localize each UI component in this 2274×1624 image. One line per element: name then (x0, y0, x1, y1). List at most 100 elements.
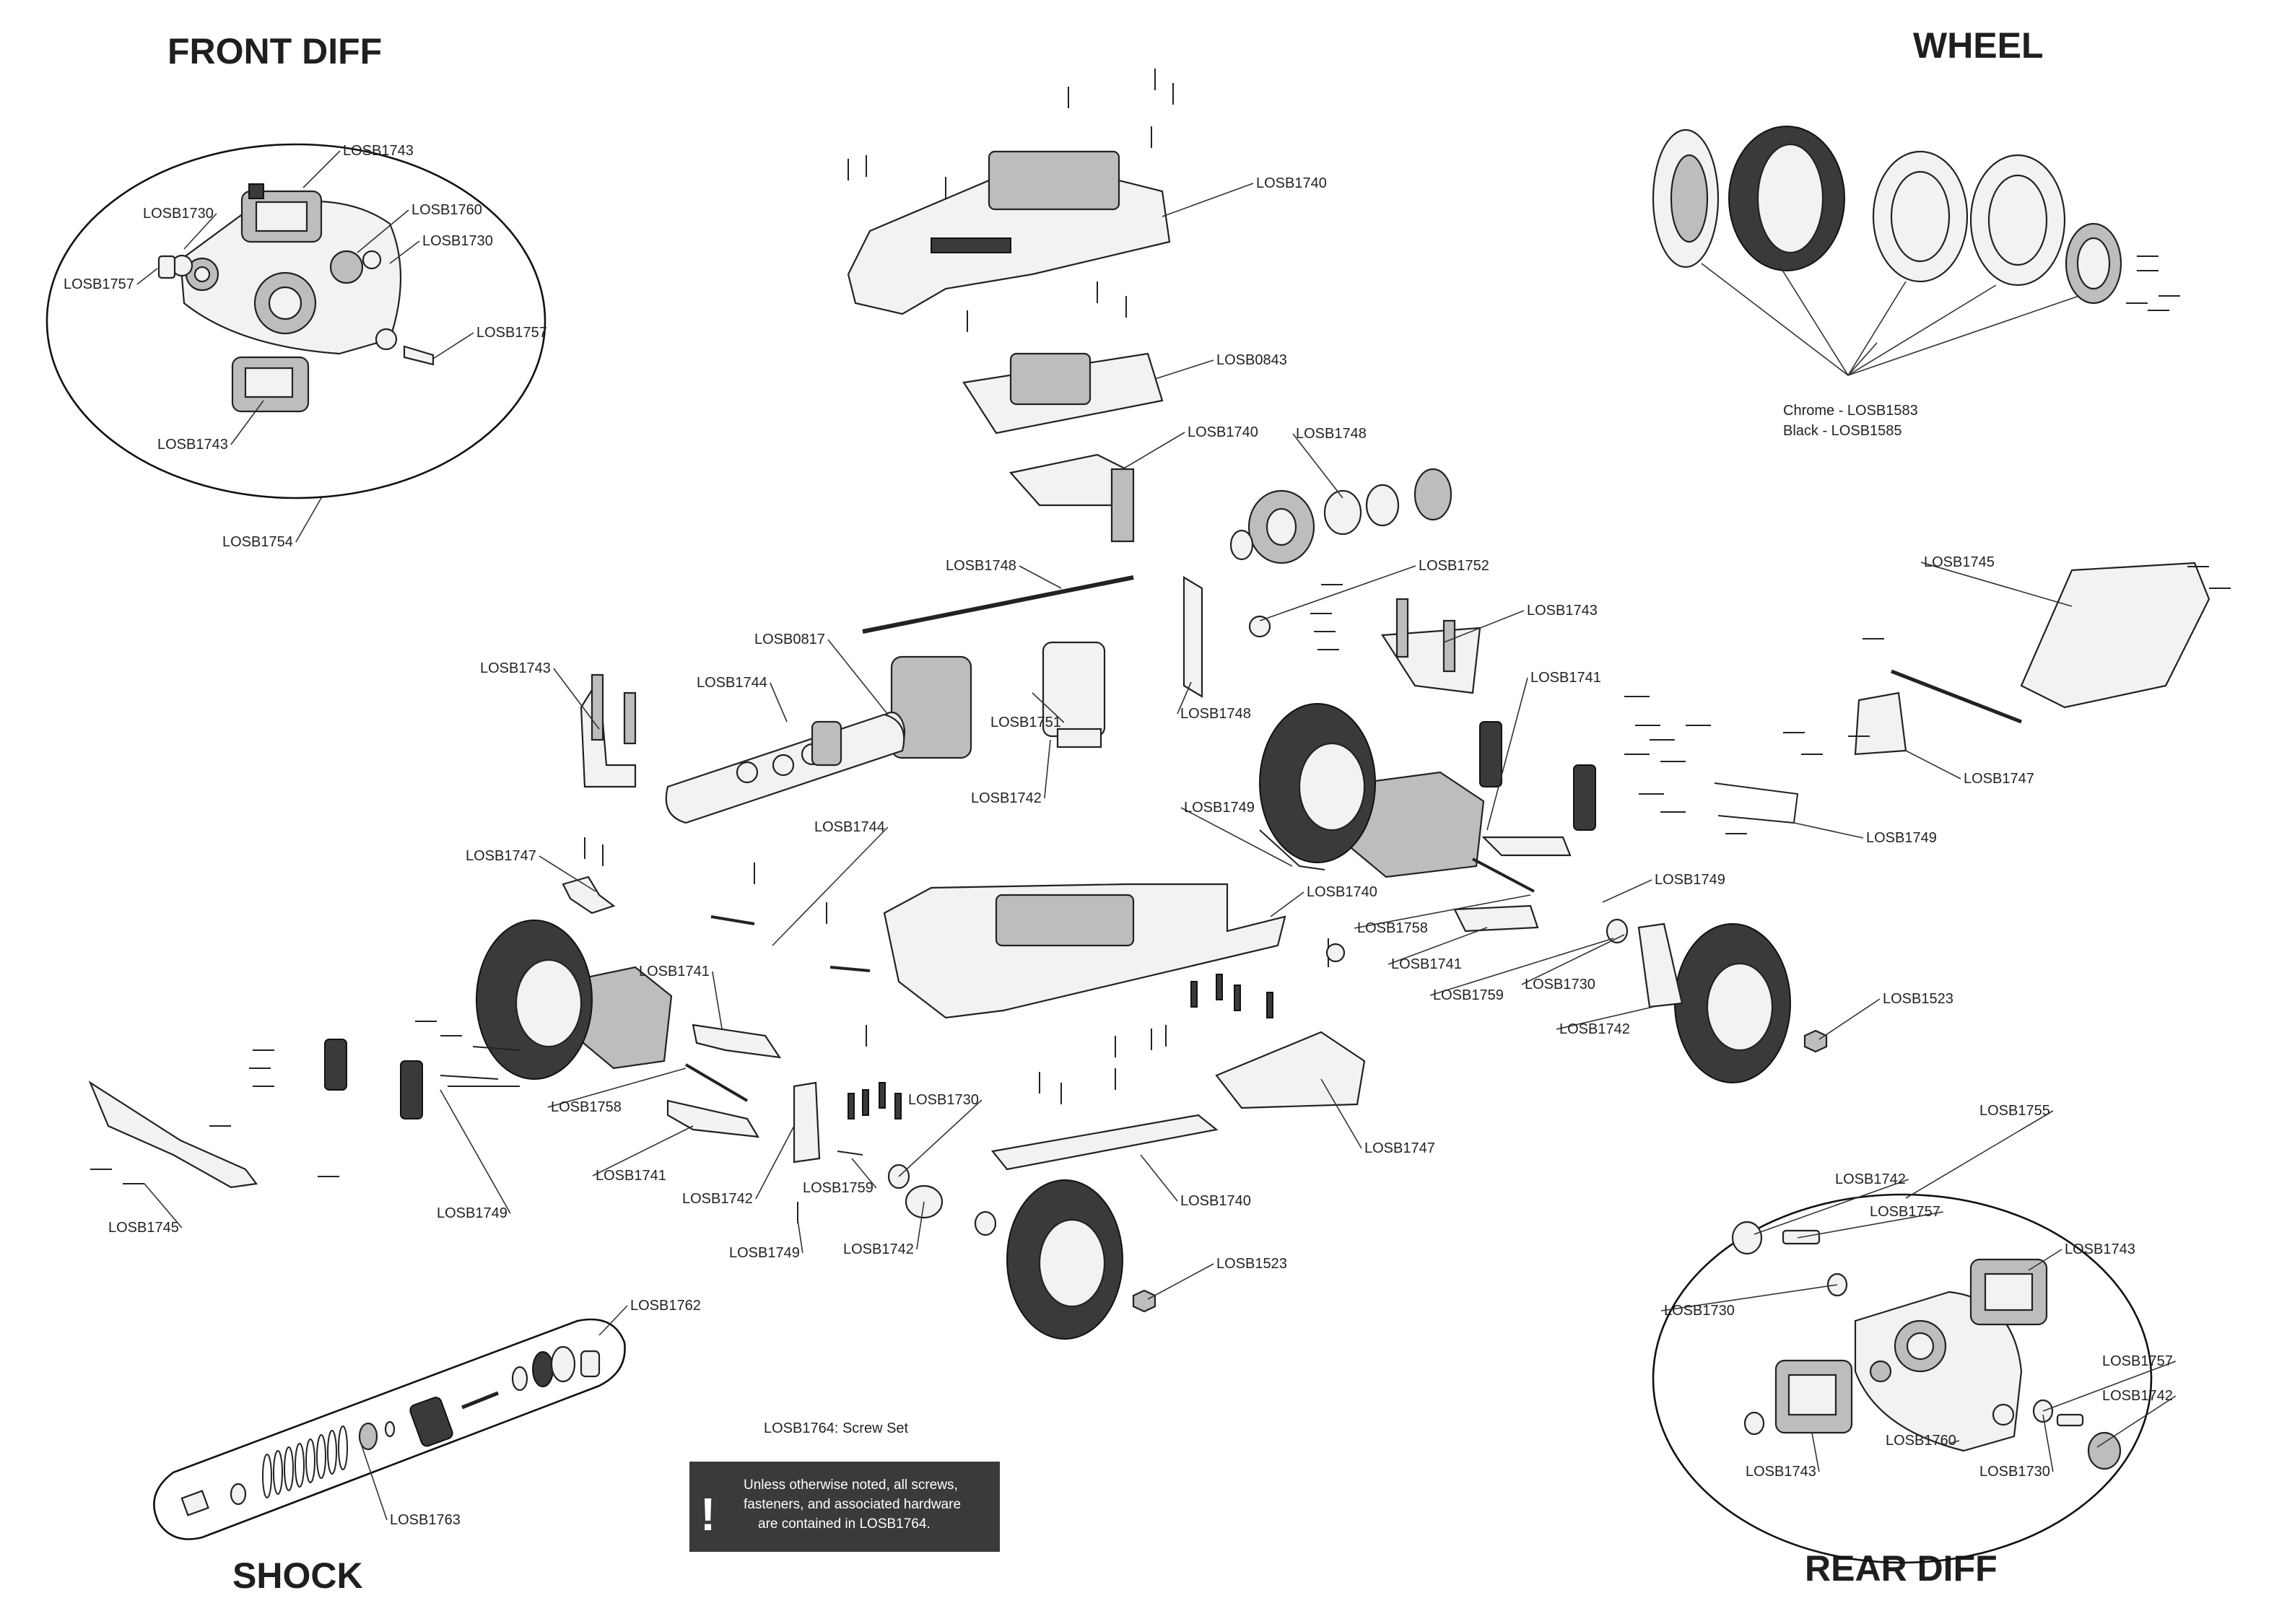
callout-rd8: LOSB1743 (1746, 1464, 1816, 1480)
callout-c11: LOSB1751 (990, 715, 1061, 730)
leader-line (230, 400, 264, 445)
motor-plate-icon (1182, 576, 1203, 698)
leader-line (389, 240, 420, 264)
callout-s2: LOSB1763 (390, 1512, 461, 1528)
steering-knuckle-icon (793, 1081, 821, 1164)
callout-rd3: LOSB1757 (1870, 1204, 1940, 1220)
callout-rd10: LOSB1730 (1979, 1464, 2050, 1480)
front-arm-icon (692, 1023, 782, 1059)
callout-c19: LOSB1744 (814, 819, 885, 835)
callout-c20: LOSB1747 (466, 848, 536, 864)
callout-fd4: LOSB1730 (422, 233, 493, 249)
callout-c25: LOSB1759 (1433, 987, 1504, 1003)
leader-line (1429, 938, 1614, 996)
hardware-note-line-1: Unless otherwise noted, all screws, (744, 1477, 958, 1493)
leader-line (1948, 1440, 1960, 1444)
callout-c36: LOSB1730 (908, 1092, 979, 1108)
leader-line (440, 1089, 511, 1214)
callout-c31: LOSB1741 (596, 1168, 666, 1184)
callout-fd6: LOSB1757 (476, 325, 547, 341)
leader-line (2042, 1414, 2054, 1472)
callout-c27: LOSB1742 (1559, 1021, 1630, 1037)
leader-line (357, 209, 409, 253)
callout-c32: LOSB1745 (108, 1220, 179, 1236)
callout-c16: LOSB1747 (1964, 771, 2034, 787)
leader-line (1180, 807, 1293, 867)
callout-c15: LOSB1745 (1924, 554, 1995, 570)
warning-icon: ! (700, 1488, 715, 1540)
idler-gear-icon (811, 720, 842, 767)
leader-line (1797, 1211, 1943, 1239)
callout-c29: LOSB1741 (639, 964, 710, 979)
callout-fd3: LOSB1760 (411, 202, 482, 218)
leader-line (1818, 998, 1881, 1040)
leader-line (916, 1201, 925, 1250)
leader-line (302, 150, 341, 188)
callout-c38: LOSB1742 (843, 1241, 914, 1257)
callout-c17: LOSB1749 (1866, 830, 1937, 846)
callout-rd6: LOSB1757 (2102, 1353, 2173, 1369)
callout-c18: LOSB1749 (1184, 800, 1255, 816)
callout-c14: LOSB1741 (1530, 670, 1601, 686)
wire-clip-icon (1714, 782, 1799, 824)
front-diff-title: FRONT DIFF (167, 31, 382, 71)
rear-diff-title: REAR DIFF (1805, 1548, 1998, 1589)
callout-fd1: LOSB1743 (343, 143, 414, 159)
leader-line (712, 971, 723, 1029)
outdrive-icon (157, 255, 176, 279)
callout-c6: LOSB1752 (1419, 558, 1489, 574)
wheel-nut-icon (1132, 1289, 1156, 1313)
callout-c28: LOSB1523 (1883, 991, 1953, 1007)
leader-line (1443, 610, 1525, 643)
shock-detail (153, 1318, 626, 1540)
leader-line (1811, 1432, 1820, 1472)
spacer-icon (1323, 489, 1362, 536)
leader-line (1044, 739, 1051, 799)
black-screws-icon (848, 974, 1273, 1119)
callout-c4: LOSB1748 (1296, 426, 1367, 442)
leader-line (851, 1158, 877, 1189)
shock-title: SHOCK (232, 1555, 363, 1596)
callout-c9: LOSB1743 (480, 660, 551, 676)
leader-line (598, 1305, 628, 1336)
front-bumper-icon (88, 1081, 258, 1189)
leader-line (1793, 822, 1864, 839)
bearing-icon (375, 328, 398, 351)
wheel-screws-icon (2126, 256, 2180, 311)
callout-c12: LOSB1748 (1180, 706, 1251, 722)
callout-c13: LOSB1742 (971, 790, 1042, 806)
shock-spring-icon (262, 1426, 348, 1498)
leader-line (360, 1443, 388, 1521)
callout-c23: LOSB1758 (1357, 920, 1428, 936)
wheel-nut-icon (1803, 1029, 1828, 1053)
callout-rd1: LOSB1755 (1979, 1103, 2050, 1119)
leader-line (755, 1125, 795, 1200)
outdrive-icon (1731, 1221, 1763, 1255)
rear-arm-icon (1453, 904, 1539, 933)
wheel-chrome-label: Chrome - LOSB1583 (1783, 403, 1918, 419)
leader-line (1602, 879, 1652, 903)
rear-diff-bottom-housing-icon (1774, 1359, 1853, 1434)
callout-rd2: LOSB1742 (1835, 1171, 1906, 1187)
leader-line (1259, 565, 1416, 621)
rear-bulkhead-icon (1854, 691, 1907, 756)
leader-line (1154, 359, 1214, 380)
leader-line (1140, 1154, 1178, 1202)
callout-c33: LOSB1749 (437, 1205, 507, 1221)
leader-lines (136, 150, 2177, 1521)
main-assembly (88, 69, 2231, 1340)
leader-line (136, 268, 158, 285)
callout-c2: LOSB0843 (1216, 352, 1287, 368)
callout-c34: LOSB1742 (682, 1191, 753, 1207)
leader-line (295, 497, 322, 543)
callout-c21: LOSB1740 (1307, 884, 1377, 900)
callout-c24: LOSB1741 (1391, 956, 1462, 972)
wheel-title: WHEEL (1913, 25, 2044, 66)
leader-line (1320, 1078, 1362, 1149)
leader-line (183, 213, 217, 250)
callout-c1: LOSB1740 (1256, 175, 1327, 191)
leader-line (1521, 934, 1625, 985)
hardware-note-line-2: fasteners, and associated hardware (744, 1497, 961, 1512)
callout-rd9: LOSB1760 (1886, 1433, 1956, 1449)
leader-line (1177, 681, 1192, 715)
